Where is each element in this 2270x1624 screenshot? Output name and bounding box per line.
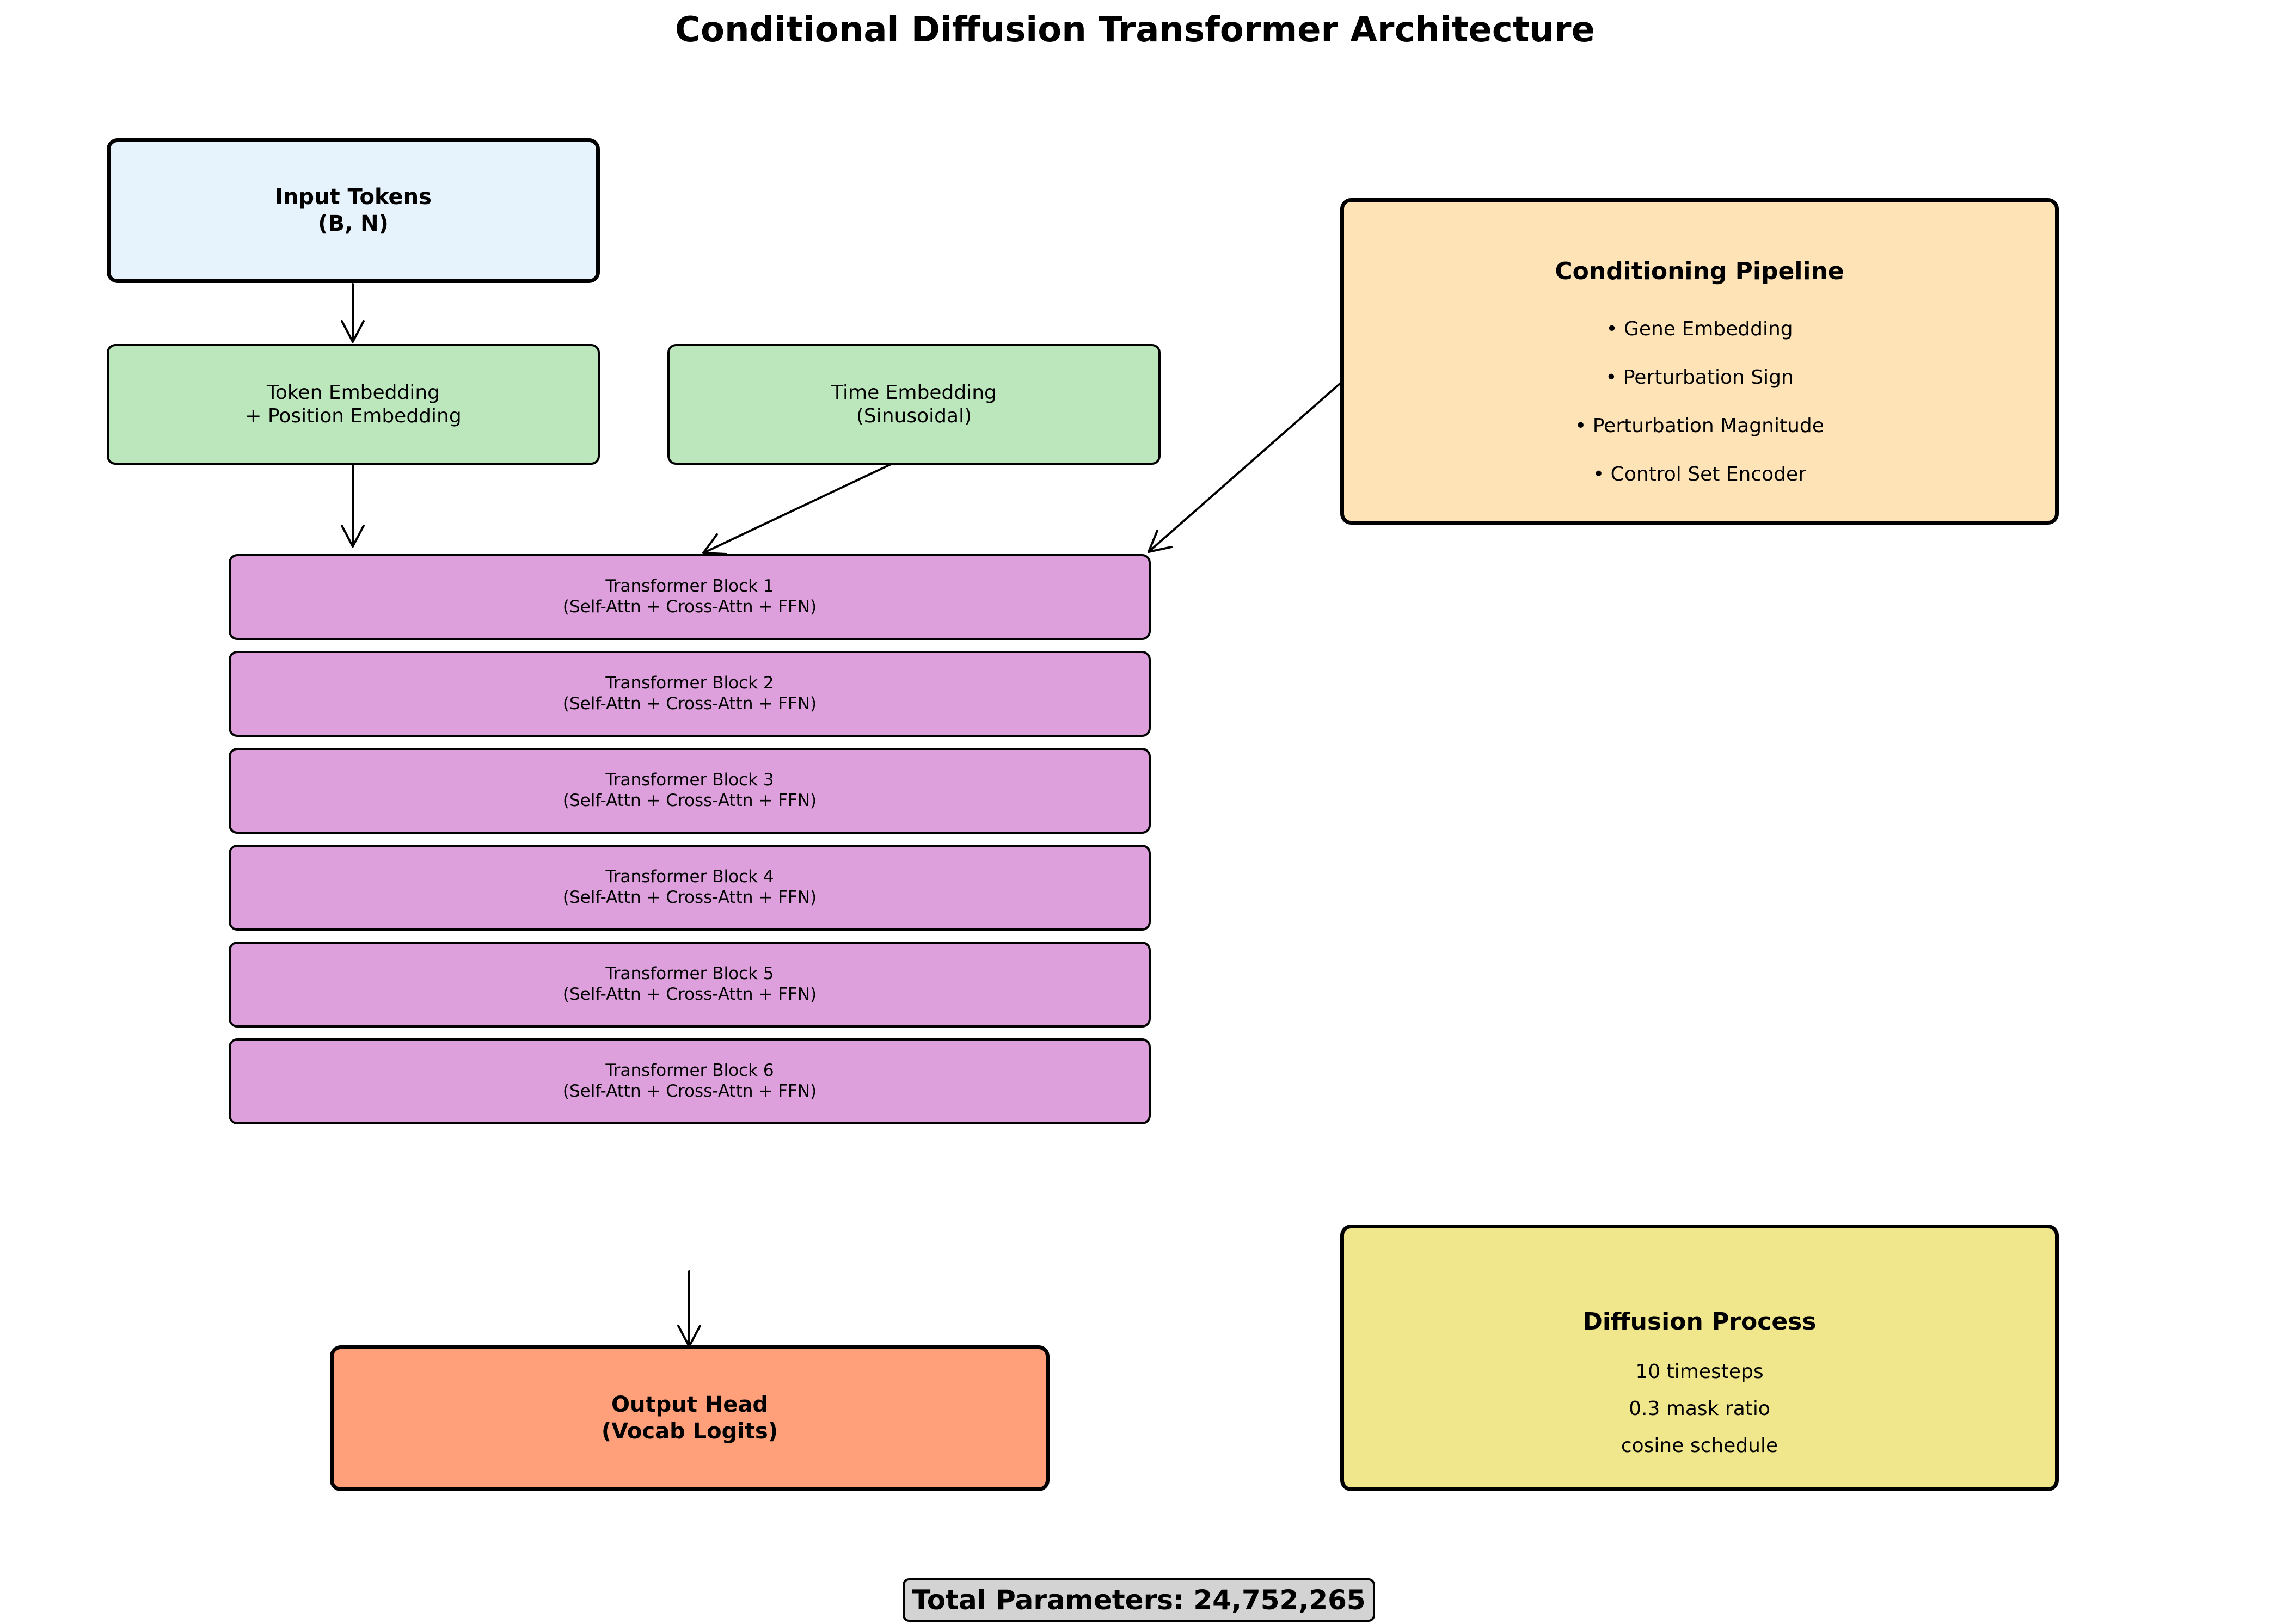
token-embedding-box: Token Embedding + Position Embedding (107, 344, 600, 465)
conditioning-pipeline-title: Conditioning Pipeline (1555, 257, 1844, 285)
total-parameters-badge: Total Parameters: 24,752,265 (903, 1578, 1375, 1622)
arrow-blocks-to-output (677, 1270, 701, 1348)
transformer-block-detail: (Self-Attn + Cross-Attn + FFN) (562, 597, 817, 617)
diffusion-item-mask-ratio: 0.3 mask ratio (1629, 1398, 1770, 1420)
transformer-block-detail: (Self-Attn + Cross-Attn + FFN) (562, 694, 817, 713)
input-tokens-shape: (B, N) (318, 211, 389, 236)
time-embedding-box: Time Embedding (Sinusoidal) (667, 344, 1161, 465)
token-embedding-label: Token Embedding (266, 381, 440, 404)
transformer-block-5: Transformer Block 5 (Self-Attn + Cross-A… (229, 942, 1151, 1028)
diagram-title: Conditional Diffusion Transformer Archit… (675, 10, 1595, 50)
transformer-block-2: Transformer Block 2 (Self-Attn + Cross-A… (229, 651, 1151, 737)
arrow-input-to-embedding (341, 283, 365, 343)
conditioning-item-perturbation-sign: • Perturbation Sign (1605, 366, 1794, 389)
transformer-block-label: Transformer Block 6 (605, 1061, 774, 1081)
conditioning-item-control-set-encoder: • Control Set Encoder (1593, 463, 1806, 485)
transformer-block-4: Transformer Block 4 (Self-Attn + Cross-A… (229, 845, 1151, 931)
time-embedding-type: (Sinusoidal) (856, 405, 972, 427)
output-head-label: Output Head (611, 1392, 768, 1418)
transformer-block-detail: (Self-Attn + Cross-Attn + FFN) (562, 791, 817, 810)
conditioning-pipeline-box: Conditioning Pipeline • Gene Embedding •… (1340, 198, 2059, 525)
transformer-block-detail: (Self-Attn + Cross-Attn + FFN) (562, 888, 817, 907)
conditioning-item-perturbation-magnitude: • Perturbation Magnitude (1575, 415, 1824, 437)
total-parameters-text: Total Parameters: 24,752,265 (912, 1584, 1366, 1616)
transformer-block-label: Transformer Block 1 (605, 576, 774, 596)
transformer-block-label: Transformer Block 4 (605, 867, 774, 887)
arrow-time-to-blocks (702, 457, 905, 555)
transformer-block-label: Transformer Block 3 (605, 770, 774, 790)
transformer-block-6: Transformer Block 6 (Self-Attn + Cross-A… (229, 1038, 1151, 1124)
position-embedding-label: + Position Embedding (245, 405, 462, 427)
input-tokens-box: Input Tokens (B, N) (107, 138, 600, 283)
transformer-block-detail: (Self-Attn + Cross-Attn + FFN) (562, 985, 817, 1004)
transformer-block-1: Transformer Block 1 (Self-Attn + Cross-A… (229, 554, 1151, 640)
diffusion-item-schedule: cosine schedule (1621, 1435, 1778, 1457)
output-head-box: Output Head (Vocab Logits) (330, 1345, 1050, 1491)
diffusion-process-title: Diffusion Process (1582, 1308, 1817, 1336)
transformer-block-label: Transformer Block 5 (605, 964, 774, 984)
output-head-detail: (Vocab Logits) (601, 1419, 778, 1444)
input-tokens-label: Input Tokens (275, 184, 432, 210)
diffusion-process-box: Diffusion Process 10 timesteps 0.3 mask … (1340, 1225, 2059, 1491)
transformer-block-3: Transformer Block 3 (Self-Attn + Cross-A… (229, 748, 1151, 834)
time-embedding-label: Time Embedding (831, 381, 997, 404)
conditioning-item-gene-embedding: • Gene Embedding (1606, 318, 1793, 340)
arrow-conditioning-to-blocks (1148, 368, 1358, 553)
transformer-block-detail: (Self-Attn + Cross-Attn + FFN) (562, 1081, 817, 1101)
diffusion-item-timesteps: 10 timesteps (1635, 1361, 1764, 1383)
arrow-embedding-to-blocks (341, 462, 365, 548)
transformer-block-label: Transformer Block 2 (605, 673, 774, 693)
